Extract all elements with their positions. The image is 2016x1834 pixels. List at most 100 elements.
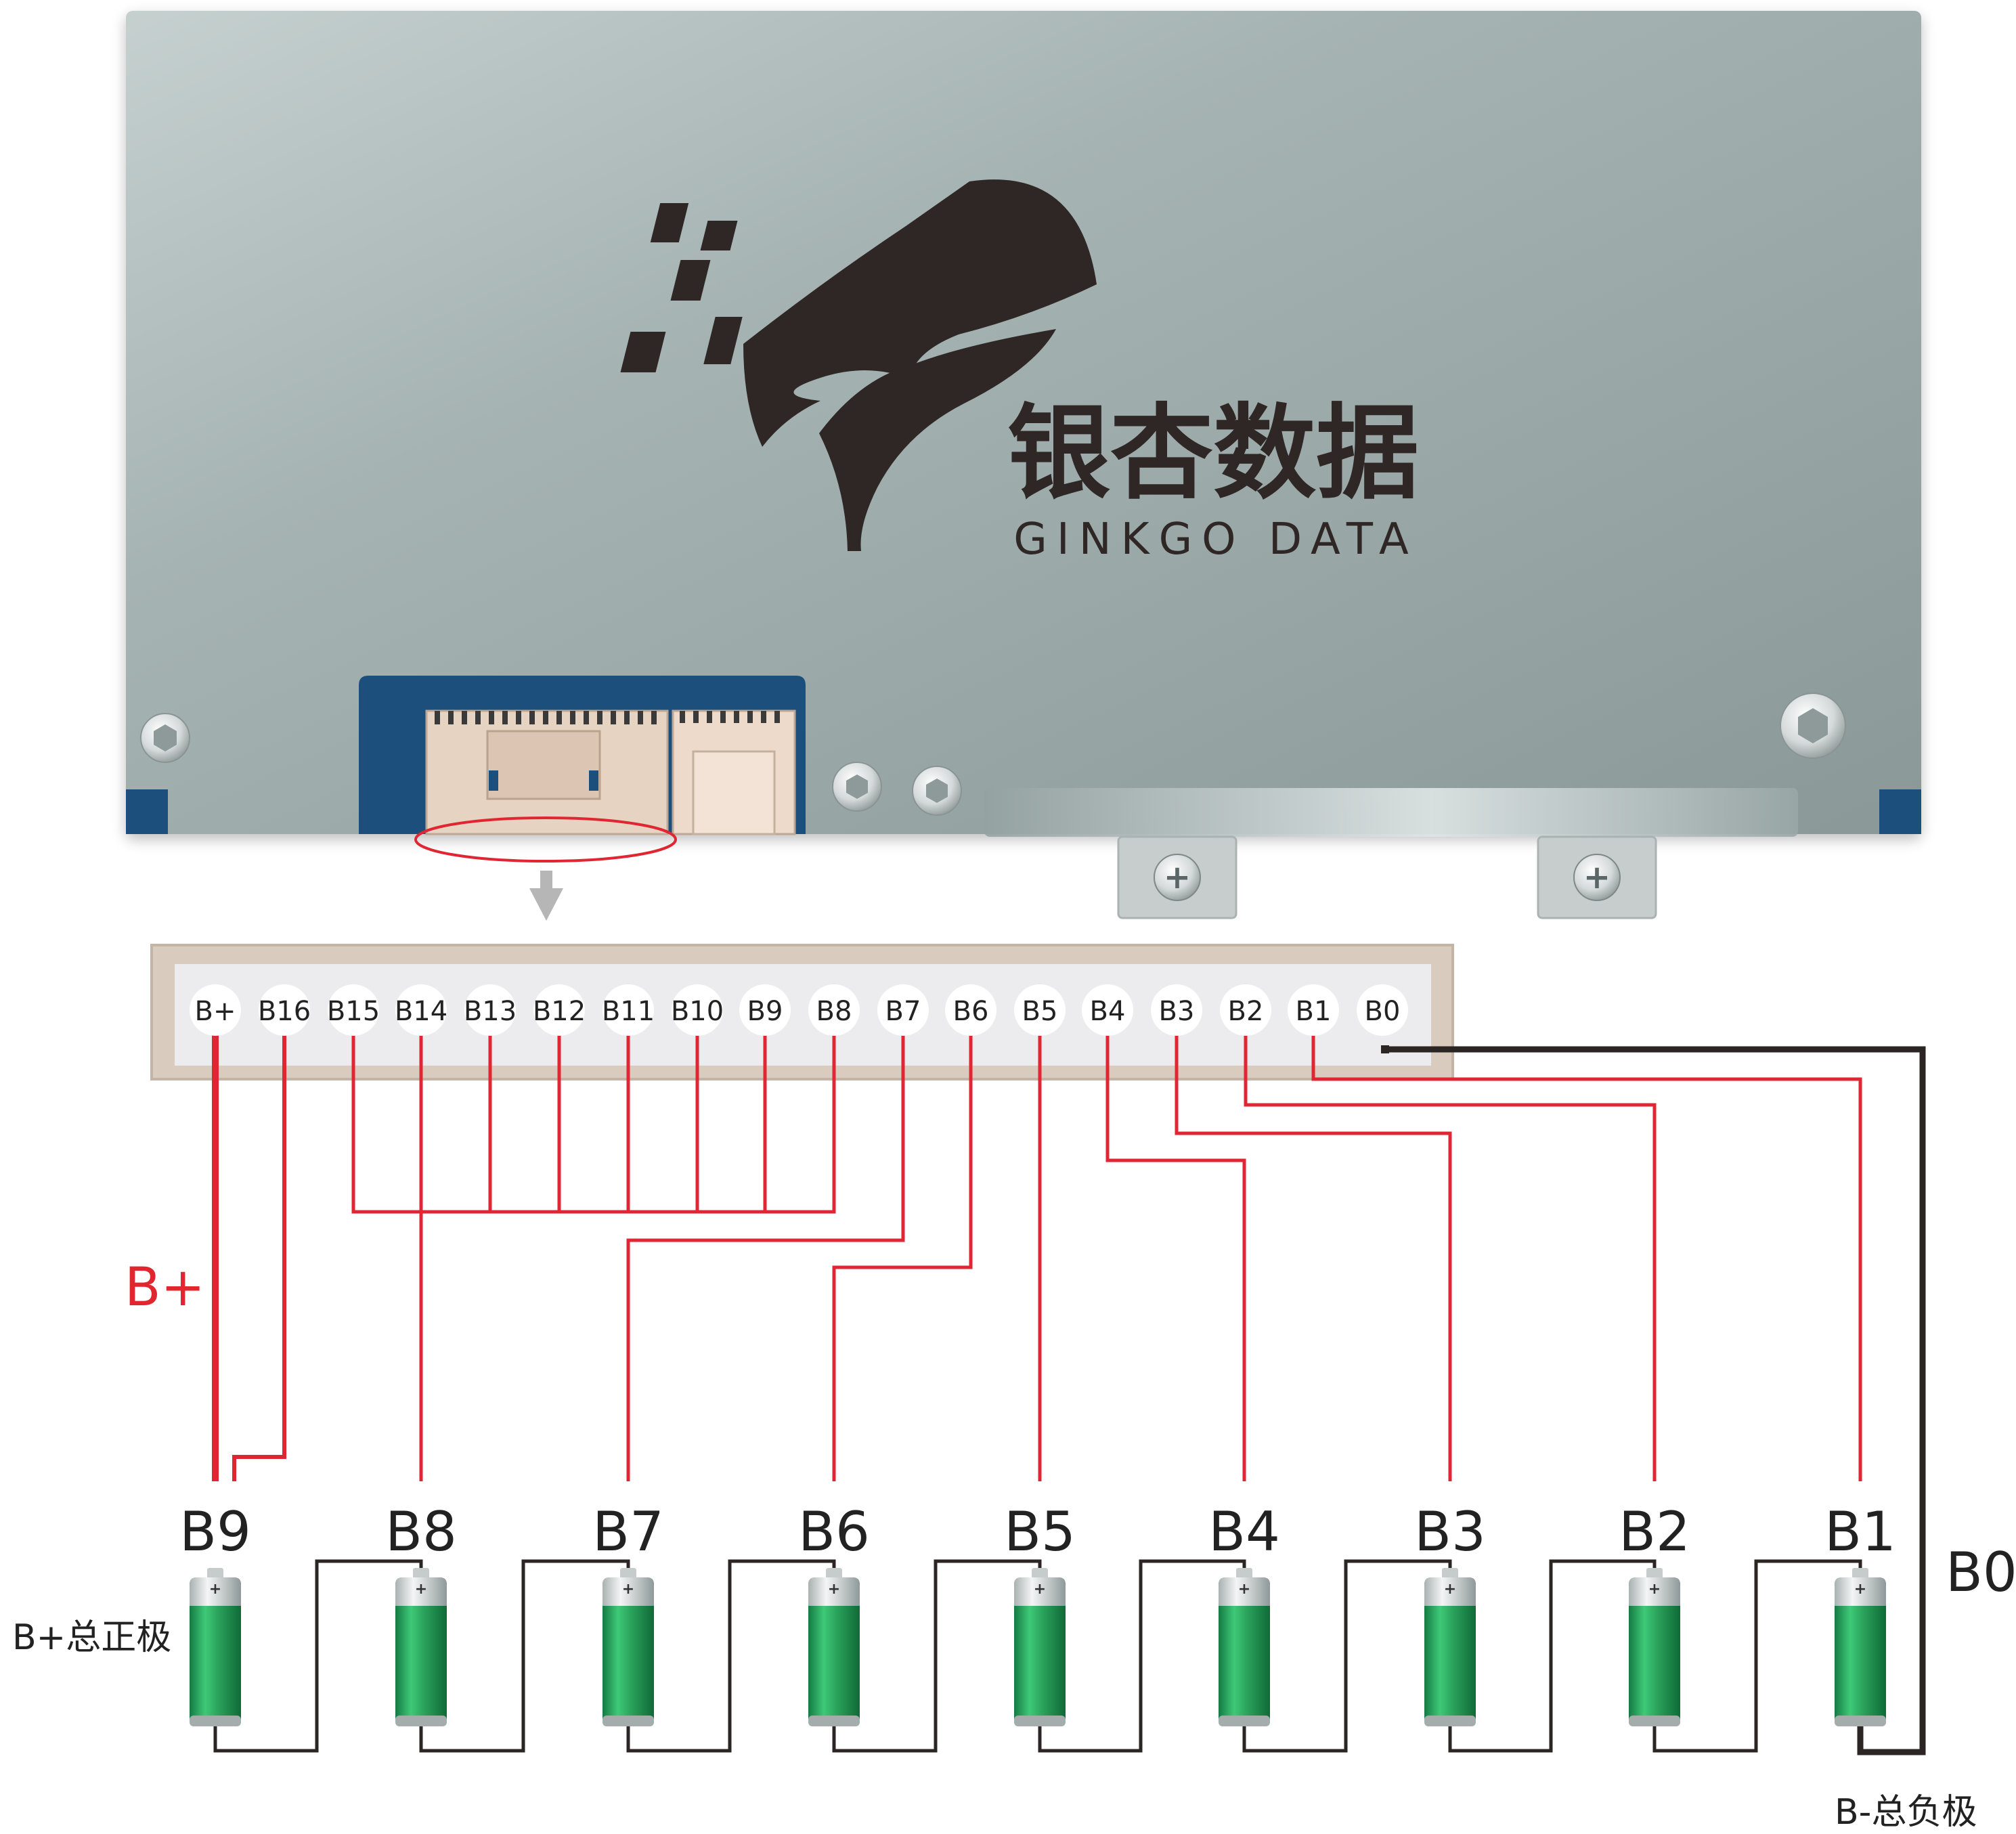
- svg-text:+: +: [1164, 858, 1191, 896]
- connector-tooth: [489, 711, 494, 724]
- cell-interconnect: [832, 1559, 1042, 1753]
- cell-label: B7: [592, 1500, 664, 1563]
- connector-tooth: [707, 711, 712, 723]
- battery-cell-icon: B6+: [798, 1500, 870, 1726]
- plus-icon: +: [1854, 1581, 1866, 1598]
- battery-cell-icon: B3 +: [1414, 1500, 1486, 1726]
- b0-terminal: [1381, 1045, 1389, 1053]
- plus-icon: +: [1444, 1581, 1456, 1598]
- connector-tooth: [624, 711, 630, 724]
- wire-b7: [626, 1033, 905, 1481]
- connector-tooth: [611, 711, 616, 724]
- connector-tooth: [651, 711, 657, 724]
- connector-pins: B+ B16 B15 B14 B13 B12 B11 B10 B9 B8 B7 B6 B5 B4 B3 B2 B…: [190, 984, 1408, 1053]
- cell-interconnect: [1652, 1559, 1862, 1753]
- cell-label: B2: [1619, 1500, 1690, 1563]
- battery-cell-icon: B1 +: [1824, 1500, 1896, 1726]
- pin-label: B8: [816, 996, 852, 1027]
- cell-interconnect: [626, 1559, 836, 1753]
- connector-tooth: [462, 711, 467, 724]
- ginkgo-logo-icon: [620, 179, 1097, 551]
- cell-label: B1: [1824, 1500, 1896, 1563]
- pin-label: B2: [1228, 996, 1264, 1027]
- connector-tooth: [638, 711, 643, 724]
- wiring: [212, 1033, 1926, 1755]
- pin-b14: B14: [395, 984, 447, 1036]
- plus-icon: +: [1034, 1581, 1046, 1598]
- pin-b9: B9: [739, 984, 791, 1036]
- pin-label: B5: [1022, 996, 1058, 1027]
- b-plus-wire-label: B+: [125, 1257, 205, 1318]
- pin-b8: B8: [808, 984, 860, 1036]
- connector-tooth: [475, 711, 481, 724]
- cell-interconnect: [1038, 1559, 1246, 1753]
- connector-tooth: [435, 711, 440, 724]
- pin-b-plus: B+: [190, 984, 241, 1036]
- connector-tooth: [570, 711, 575, 724]
- pin-b5: B5: [1014, 984, 1066, 1036]
- connector-strip: [150, 944, 1454, 1080]
- pin-label: B11: [602, 996, 655, 1027]
- plus-icon: +: [415, 1581, 427, 1598]
- wire-b4: [1105, 1033, 1246, 1481]
- pin-label: B15: [327, 996, 380, 1027]
- screw-icon: [140, 713, 190, 763]
- plus-icon: +: [209, 1581, 221, 1598]
- wire-b15-b8-bus: [351, 1033, 836, 1214]
- pin-label: B4: [1090, 996, 1126, 1027]
- terminal-tab-right: +: [1537, 835, 1657, 919]
- pack-negative-label: B-总负极: [1835, 1792, 1977, 1833]
- pin-label: B12: [533, 996, 586, 1027]
- pin-b15: B15: [327, 984, 380, 1036]
- pin-b2: B2: [1220, 984, 1271, 1036]
- pin-label: B+: [195, 996, 236, 1027]
- cell-label: B9: [179, 1500, 251, 1563]
- connector-tooth: [584, 711, 589, 724]
- pin-label: B13: [464, 996, 517, 1027]
- svg-text:+: +: [1583, 858, 1610, 896]
- connector-tooth: [597, 711, 602, 724]
- connector-tooth: [556, 711, 562, 724]
- cell-label: B8: [385, 1500, 457, 1563]
- wire-b1: [1311, 1033, 1862, 1481]
- battery-cell-icon: B5 +: [1004, 1500, 1076, 1726]
- battery-cell-icon: B8 +: [385, 1500, 457, 1726]
- cell-label: B3: [1414, 1500, 1486, 1563]
- connector-tooth: [543, 711, 548, 724]
- b0-wire-label: B0: [1946, 1541, 2016, 1604]
- brand-name-cn: 银杏数据: [1007, 393, 1419, 513]
- pin-b10: B10: [671, 984, 724, 1036]
- plus-icon: +: [1648, 1581, 1661, 1598]
- wire-b6: [832, 1033, 973, 1481]
- connector-tooth: [680, 711, 685, 723]
- arrow-down-icon: [529, 871, 563, 921]
- pin-b7: B7: [877, 984, 929, 1036]
- connector-tooth: [761, 711, 766, 723]
- connector-highlight: [414, 816, 677, 863]
- pin-label: B1: [1296, 996, 1332, 1027]
- plus-icon: +: [1238, 1581, 1250, 1598]
- pin-b0: B0: [1357, 984, 1408, 1036]
- brand-name-en: GINKGO DATA: [1013, 515, 1418, 565]
- screw-icon: [912, 766, 962, 816]
- cell-label: B5: [1004, 1500, 1076, 1563]
- pin-b16: B16: [258, 984, 311, 1036]
- connector-tooth: [529, 711, 535, 724]
- pin-label: B16: [258, 996, 311, 1027]
- connector-tooth: [502, 711, 508, 724]
- pin-b4: B4: [1082, 984, 1133, 1036]
- cell-label: B4: [1208, 1500, 1280, 1563]
- connector-tooth: [734, 711, 739, 723]
- pin-label: B3: [1159, 996, 1195, 1027]
- terminal-tab-left: +: [1117, 835, 1237, 919]
- battery-cell-icon: B7+: [592, 1500, 664, 1726]
- battery-cell-icon: B9 +: [179, 1500, 251, 1726]
- battery-cell-icon: B4 +: [1208, 1500, 1280, 1726]
- battery-cells: B9 + B8 + B7+ B6+ B5 + B4 + B3 + B2 + B1 +: [179, 1500, 1896, 1726]
- wire-b0: [1385, 1046, 1926, 1755]
- cell-label: B6: [798, 1500, 870, 1563]
- connector-tooth: [516, 711, 521, 724]
- connector-tooth: [774, 711, 780, 723]
- pin-b6: B6: [945, 984, 996, 1036]
